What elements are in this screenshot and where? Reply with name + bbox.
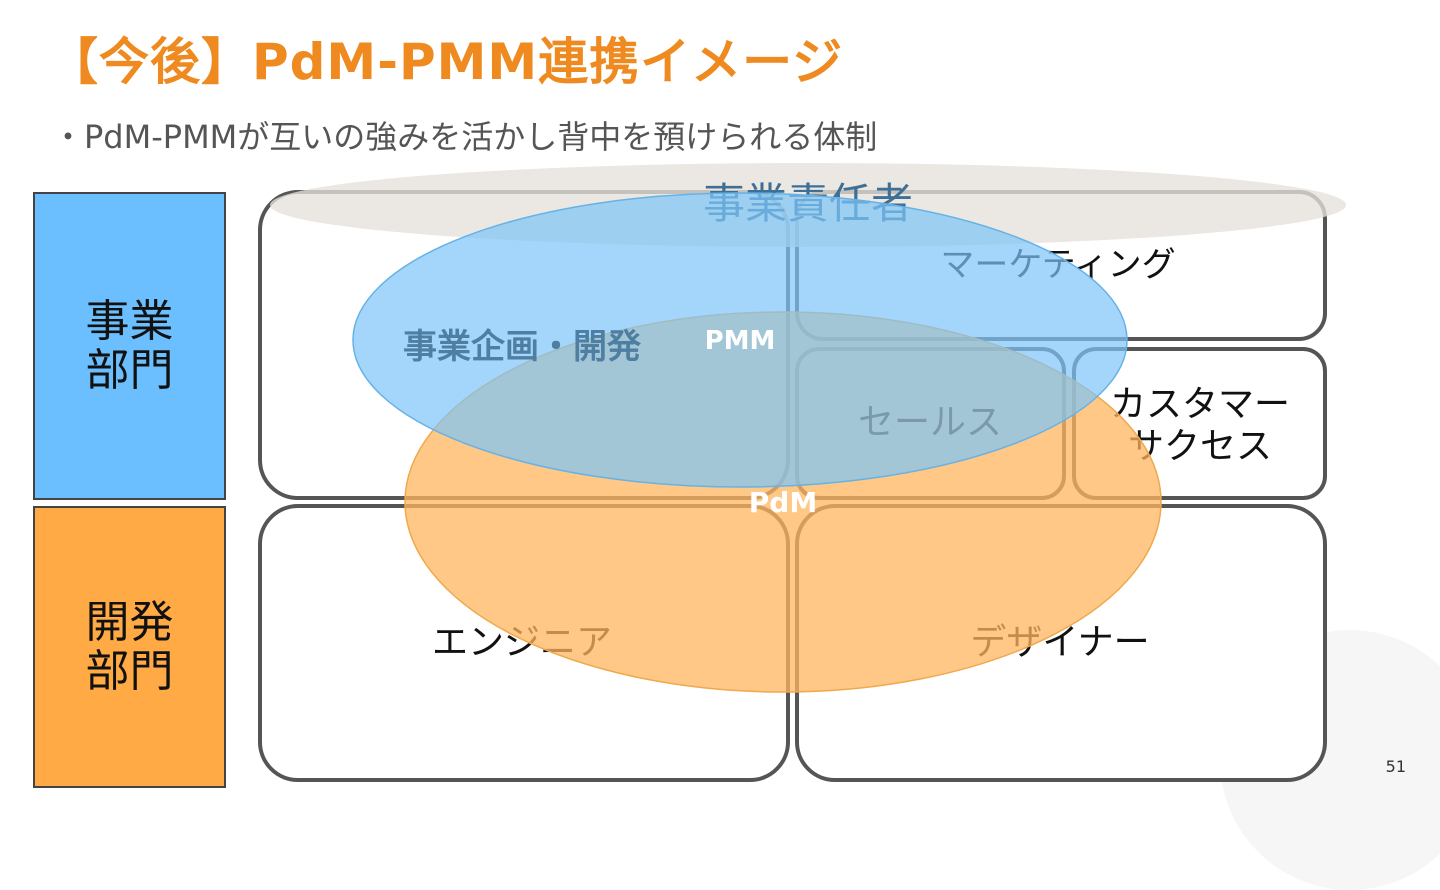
pmm-label: PMM (705, 326, 776, 356)
slide-title: 【今後】PdM-PMM連携イメージ (48, 33, 844, 91)
development-department-box: 開発 部門 (33, 506, 226, 788)
business-department-box: 事業 部門 (33, 192, 226, 500)
pmm-ellipse (352, 192, 1128, 488)
slide-subtitle: ・PdM-PMMが互いの強みを活かし背中を預けられる体制 (52, 118, 878, 156)
development-department-label: 開発 部門 (85, 596, 174, 697)
planning-label: 事業企画・開発 (403, 327, 642, 367)
business-department-label: 事業 部門 (85, 295, 174, 396)
customer-success-label-line1: カスタマー (1110, 384, 1290, 425)
collaboration-diagram: マーケティング カスタマー サクセス エンジニア デザイナー 事業責任者 事業企… (258, 163, 1346, 782)
pdm-label: PdM (749, 486, 817, 519)
page-number: 51 (1385, 757, 1406, 776)
sales-label: セールス (858, 402, 1002, 443)
